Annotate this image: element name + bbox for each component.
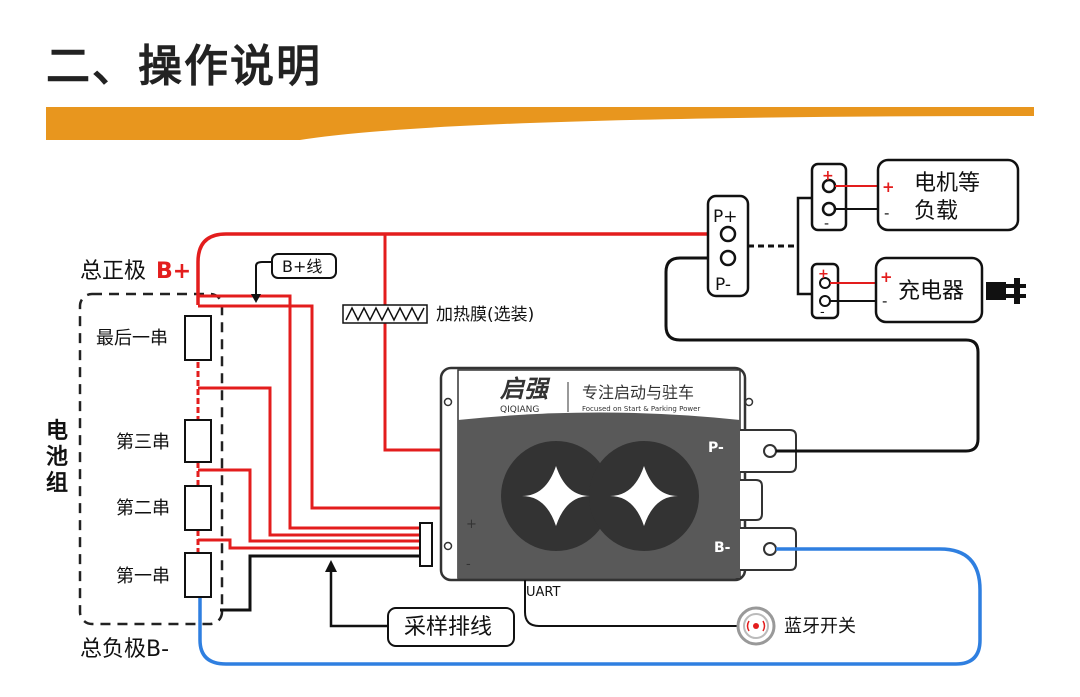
uart-wire [524,580,742,627]
p-minus-bolt [763,444,777,458]
motor-load-label-2: 负载 [914,199,958,224]
bms-screw-1 [443,397,453,407]
bms-screw-2 [443,541,453,551]
charger-box-plus-sign: + [880,268,893,286]
bplus-main-wire [196,232,722,305]
bms-p-minus-label: P- [708,440,724,456]
p-minus-label: P- [715,275,731,295]
harness-label: 采样排线 [404,615,492,640]
cell-last [184,315,212,361]
bluetooth-label: 蓝牙开关 [784,616,856,637]
brand-logo-sub: QIQIANG [500,405,539,415]
p-plus-label: P+ [713,207,738,227]
sample-negative-wire [220,554,430,612]
sample-wire-5 [198,538,430,550]
motor-load-label-1: 电机等 [914,171,980,196]
bms-minus-mark: - [466,557,471,572]
bplus-wire-label: B+线 [282,257,322,276]
harness-plug [419,522,433,567]
plug-icon [986,282,1006,300]
battery-pack-char-1: 电 [46,419,68,444]
charger-label: 充电器 [898,279,964,304]
bluetooth-wave-icon [746,620,766,632]
sample-wire-4 [198,468,430,543]
header-accent-bar [46,107,1034,140]
heating-film-icon [345,306,425,322]
harness-label-box [387,607,515,647]
emblem-star-left [522,466,590,526]
motor-plus-sign: + [822,168,834,184]
cell-label-first: 第一串 [116,566,170,587]
cell-label-last: 最后一串 [96,328,168,349]
battery-pack-char-2: 池 [46,445,68,470]
brand-slogan: 专注启动与驻车 [582,383,694,402]
p-plus-port [719,225,737,243]
emblem-star-right [610,466,678,526]
load-bracket [796,196,812,296]
battery-pack-char-3: 组 [46,470,68,496]
bplus-label-box [271,253,337,279]
bminus-main-wire [198,547,982,666]
motor-connector [810,162,848,232]
charger-plus-sign: + [818,267,829,282]
total-positive-label: 总正极 [80,259,146,284]
sample-wire-1 [198,294,430,530]
sample-wire-2 [198,304,458,510]
motor-minus-sign: - [824,216,829,232]
charger-minus-sign: - [820,305,825,320]
uart-label: UART [526,585,560,600]
cell-first [184,552,212,598]
cell-label-second: 第二串 [116,498,170,519]
total-positive-suffix: B+ [156,259,191,284]
brand-logo: 启强 [499,375,551,403]
motor-load-box [876,158,1020,232]
page-title: 二、操作说明 [46,41,322,92]
bms-plus-mark: + [466,517,477,532]
motor-box-plus-sign: + [882,178,895,196]
plug-head [1014,278,1020,304]
total-negative-label: 总负极B- [80,637,169,662]
harness-arrow-head [325,560,337,572]
charger-connector [810,262,840,320]
brand-slogan-en: Focused on Start & Parking Power [582,405,700,413]
bplus-arrow [255,261,272,296]
bluetooth-icon [753,623,759,629]
charger-box [874,256,984,324]
mid-terminal [740,479,763,521]
bplus-arrow-head [251,294,261,303]
bms-b-minus-label: B- [714,540,731,556]
bms-screw-3 [744,397,754,407]
harness-arrow [329,566,388,628]
cell-third [184,419,212,463]
p-minus-port [719,249,737,267]
motor-port-minus [821,201,837,217]
cell-second [184,485,212,531]
heating-film-label: 加热膜(选装) [436,305,534,325]
b-minus-bolt [763,542,777,556]
charger-box-minus-sign: - [882,292,887,310]
motor-box-minus-sign: - [884,204,889,222]
sample-wire-3 [198,386,430,537]
p-minus-wire [664,256,980,453]
cell-label-third: 第三串 [116,432,170,453]
battery-pack-box [78,292,224,626]
